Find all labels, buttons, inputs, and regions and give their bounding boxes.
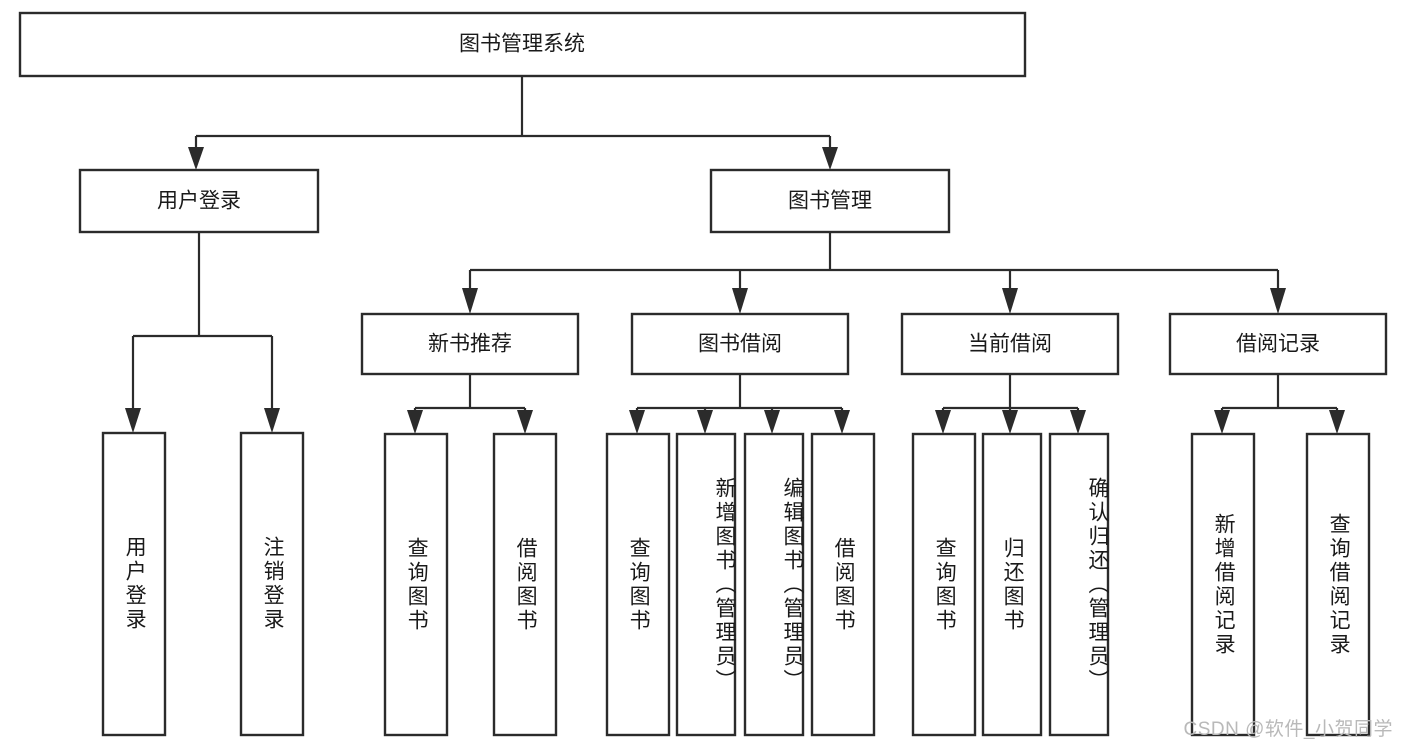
arrow-leaf-borrow-book-1 xyxy=(517,410,533,434)
leaf-borrow-book-2-box[interactable] xyxy=(810,432,876,737)
arrow-leaf-query-book-3 xyxy=(935,410,951,434)
node-new-book-recommend-label: 新书推荐 xyxy=(428,333,512,356)
node-book-borrow-box[interactable] xyxy=(630,312,850,376)
leaf-add-record-box[interactable] xyxy=(1190,432,1256,737)
arrow-leaf-query-book-2 xyxy=(629,410,645,434)
node-borrow-record-label: 借阅记录 xyxy=(1236,333,1320,356)
leaf-return-book-box[interactable] xyxy=(981,432,1043,737)
node-current-borrow[interactable]: 当前借阅 xyxy=(900,312,1120,376)
node-root-label: 图书管理系统 xyxy=(459,33,585,56)
arrow-leaf-add-book xyxy=(697,410,713,434)
node-user-login-box[interactable] xyxy=(78,168,320,234)
arrow-leaf-query-book-1 xyxy=(407,410,423,434)
node-book-manage[interactable]: 图书管理 xyxy=(709,168,951,234)
arrow-leaf-user-login xyxy=(125,408,141,433)
arrow-book-manage xyxy=(822,147,838,170)
arrow-user-login xyxy=(188,147,204,170)
leaf-confirm-return-box[interactable] xyxy=(1048,432,1110,737)
node-book-manage-box[interactable] xyxy=(709,168,951,234)
node-book-borrow-label: 图书借阅 xyxy=(698,333,782,356)
node-root[interactable]: 图书管理系统 xyxy=(18,11,1027,78)
arrow-leaf-edit-book xyxy=(764,410,780,434)
leaf-query-book-1-box[interactable] xyxy=(383,432,449,737)
connectors xyxy=(125,76,1345,434)
leaf-add-book-box[interactable] xyxy=(675,432,737,737)
leaf-query-record-box[interactable] xyxy=(1305,432,1371,737)
leaf-edit-book-box[interactable] xyxy=(743,432,805,737)
leaf-query-book-2-box[interactable] xyxy=(605,432,671,737)
leaf-user-login-box[interactable] xyxy=(101,431,167,737)
node-borrow-record-box[interactable] xyxy=(1168,312,1388,376)
node-book-manage-label: 图书管理 xyxy=(788,190,872,213)
node-user-login[interactable]: 用户登录 xyxy=(78,168,320,234)
node-user-login-label: 用户登录 xyxy=(157,190,241,213)
node-new-book-recommend[interactable]: 新书推荐 xyxy=(360,312,580,376)
csdn-watermark: CSDN @软件_小贺同学 xyxy=(1183,719,1393,740)
arrow-leaf-borrow-book-2 xyxy=(834,410,850,434)
leaf-boxes xyxy=(101,431,1371,737)
arrow-new-book-recommend xyxy=(462,288,478,314)
node-current-borrow-box[interactable] xyxy=(900,312,1120,376)
arrow-book-borrow xyxy=(732,288,748,314)
arrow-leaf-confirm-return xyxy=(1070,410,1086,434)
arrow-leaf-user-logout xyxy=(264,408,280,433)
node-new-book-recommend-box[interactable] xyxy=(360,312,580,376)
leaf-query-book-3-box[interactable] xyxy=(911,432,977,737)
leaf-user-logout-box[interactable] xyxy=(239,431,305,737)
arrow-leaf-add-record xyxy=(1214,410,1230,434)
arrow-current-borrow xyxy=(1002,288,1018,314)
node-current-borrow-label: 当前借阅 xyxy=(968,333,1052,356)
arrow-leaf-query-record xyxy=(1329,410,1345,434)
node-book-borrow[interactable]: 图书借阅 xyxy=(630,312,850,376)
arrow-borrow-record xyxy=(1270,288,1286,314)
node-root-box[interactable] xyxy=(18,11,1027,78)
leaf-borrow-book-1-box[interactable] xyxy=(492,432,558,737)
arrow-leaf-return-book xyxy=(1002,410,1018,434)
node-borrow-record[interactable]: 借阅记录 xyxy=(1168,312,1388,376)
